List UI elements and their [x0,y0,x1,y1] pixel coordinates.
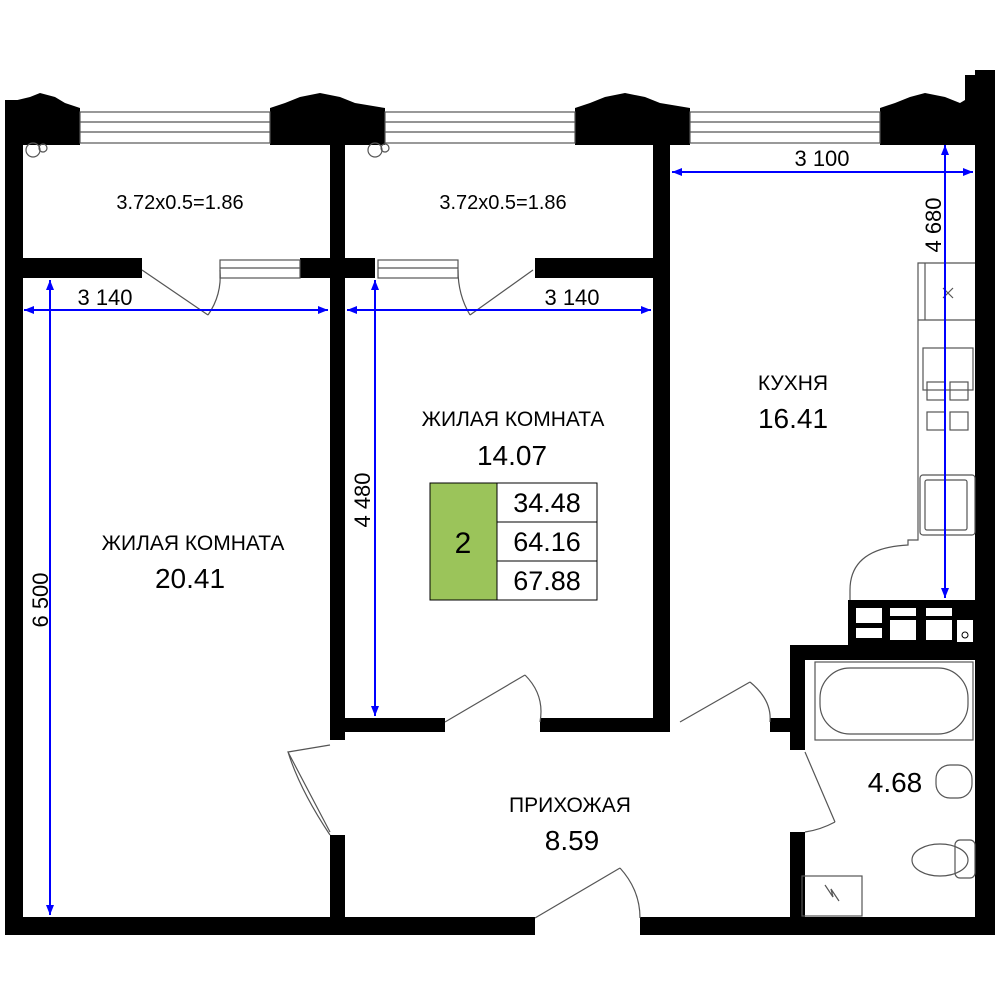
dim-kitchen-height: 4 680 [921,197,946,252]
balcony-right-area: 3.72x0.5=1.86 [439,192,566,214]
room-labels: 3.72x0.5=1.86 3.72x0.5=1.86 ЖИЛАЯ КОМНАТ… [102,192,923,856]
total-area: 64.16 [513,527,581,557]
dimension-lines [24,145,973,915]
dimension-labels: 3 140 6 500 3 140 4 480 3 100 4 680 [28,146,946,628]
bathroom-area: 4.68 [868,767,923,798]
dim-mid-width: 3 140 [544,285,599,310]
dim-left-height: 6 500 [28,572,53,627]
dim-left-width: 3 140 [77,285,132,310]
dim-mid-height: 4 480 [350,472,375,527]
walls [5,70,995,935]
living-left-name: ЖИЛАЯ КОМНАТА [102,532,285,555]
kitchen-area: 16.41 [758,403,828,434]
windows [79,111,881,279]
vent-shafts [856,608,973,642]
summary-table: 2 34.48 64.16 67.88 [429,482,598,601]
hall-area: 8.59 [545,825,600,856]
balcony-left-area: 3.72x0.5=1.86 [116,192,243,214]
dim-kitchen-width: 3 100 [794,146,849,171]
fixtures [25,142,976,917]
hall-name: ПРИХОЖАЯ [509,794,631,817]
kitchen-name: КУХНЯ [758,372,828,395]
living-area-total: 34.48 [513,488,581,518]
living-right-area: 14.07 [477,440,547,471]
rooms-count: 2 [455,527,472,560]
total-area-with-balcony: 67.88 [513,566,581,596]
living-right-name: ЖИЛАЯ КОМНАТА [422,408,605,431]
living-left-area: 20.41 [155,563,225,594]
